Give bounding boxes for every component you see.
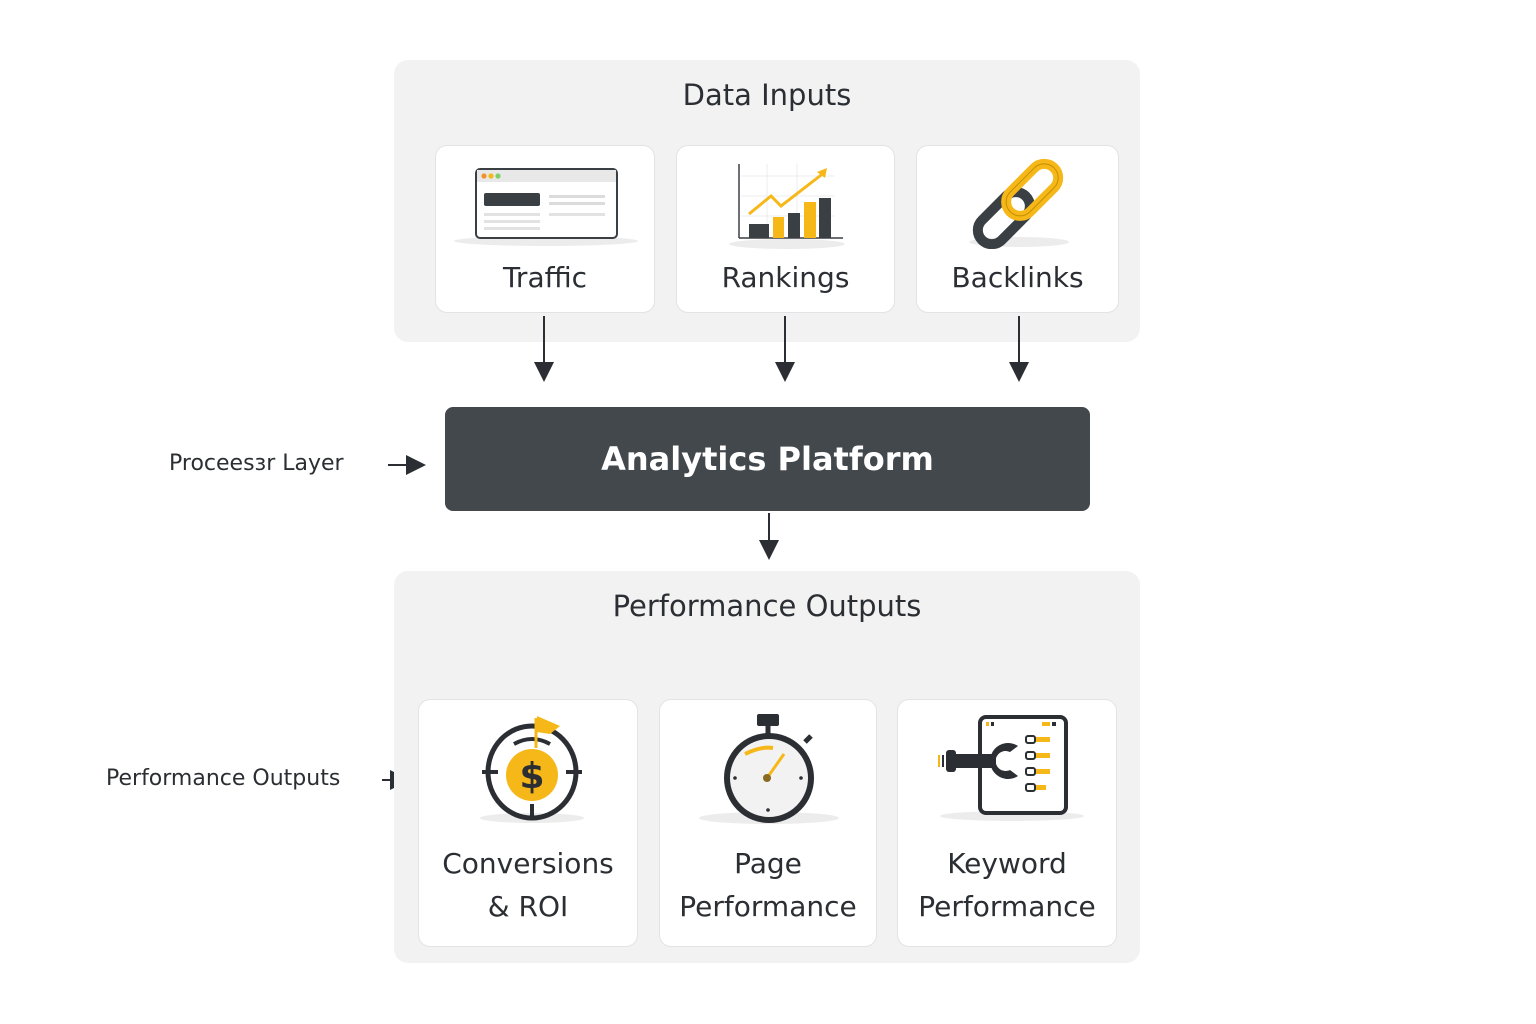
backlinks-card[interactable]: Backlinks [916, 145, 1119, 313]
traffic-card[interactable]: Traffic [435, 145, 655, 313]
analytics-platform-box[interactable]: Analytics Platform [445, 407, 1090, 511]
dollar-target-icon: $ [480, 716, 584, 823]
browser-window-icon [454, 168, 638, 246]
stopwatch-icon [699, 714, 839, 824]
keyword-performance-card[interactable]: Keyword Performance [897, 699, 1117, 947]
wrench-checklist-icon [938, 715, 1084, 821]
analytics-platform-title: Analytics Platform [601, 440, 934, 478]
performance-outputs-title: Performance Outputs [612, 589, 922, 623]
processor-layer-label: Proceesзr Layer [169, 451, 344, 476]
traffic-label: Traffic [502, 261, 588, 294]
chain-link-icon [969, 158, 1069, 249]
rankings-label: Rankings [721, 261, 850, 294]
rankings-card[interactable]: Rankings [676, 145, 895, 313]
page-performance-card[interactable]: Page Performance [659, 699, 877, 947]
data-inputs-title: Data Inputs [682, 78, 852, 112]
page-performance-label: Page Performance [679, 847, 857, 923]
backlinks-label: Backlinks [951, 261, 1084, 294]
keyword-performance-label: Keyword Performance [918, 847, 1096, 923]
conversions-label: Conversions & ROI [442, 847, 614, 923]
bar-chart-trend-icon [729, 164, 845, 249]
svg-text:$: $ [519, 756, 544, 797]
performance-outputs-side-label: Performance Outputs [106, 766, 341, 791]
conversions-roi-card[interactable]: $ Conversions & ROI [418, 699, 638, 947]
